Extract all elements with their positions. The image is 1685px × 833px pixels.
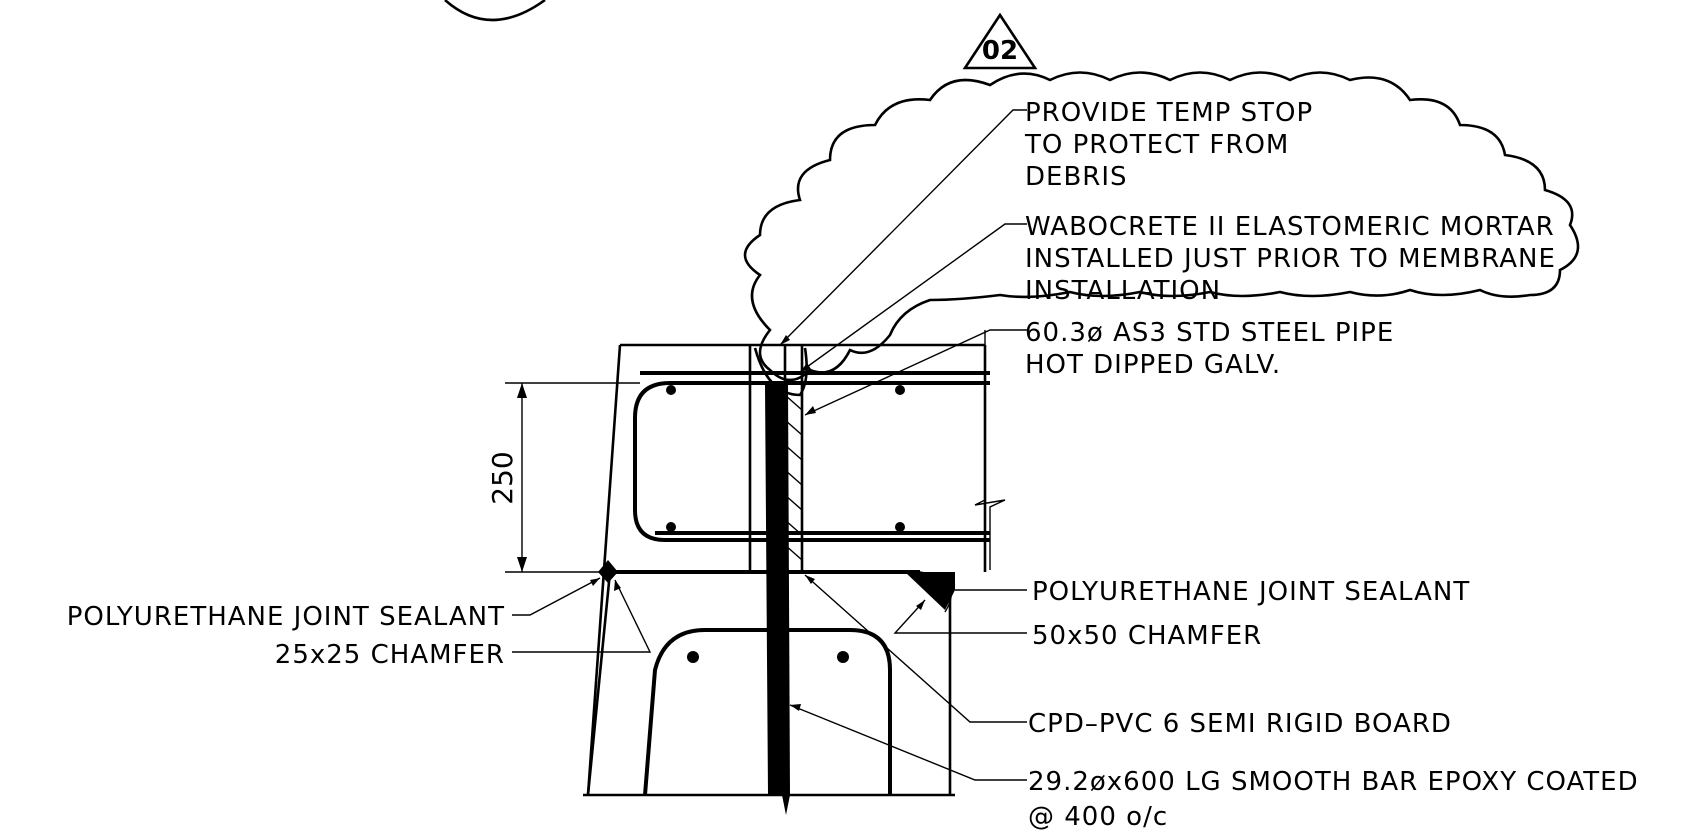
top-reinforcement	[633, 371, 990, 542]
dowel-bar	[765, 385, 790, 815]
revision-number: 02	[982, 36, 1018, 66]
revision-cloud	[743, 71, 1580, 382]
note-dowel-line-2: @ 400 o/c	[1028, 802, 1168, 832]
note-chamfer-left: 25x25 CHAMFER	[275, 640, 505, 670]
note-dowel: 29.2øx600 LG SMOOTH BAR EPOXY COATED @ 4…	[1028, 767, 1639, 832]
note-mortar-line-3: INSTALLATION	[1025, 276, 1221, 306]
revision-triangle: 02	[962, 12, 1038, 70]
note-board: CPD–PVC 6 SEMI RIGID BOARD	[1028, 709, 1452, 739]
note-mortar-line-1: WABOCRETE II ELASTOMERIC MORTAR	[1025, 212, 1555, 242]
note-sealant-right: POLYURETHANE JOINT SEALANT	[1032, 577, 1470, 607]
chamfer-right	[905, 571, 955, 613]
section-bubble	[444, 0, 546, 22]
note-pipe-line-2: HOT DIPPED GALV.	[1025, 350, 1281, 380]
dimension-value: 250	[486, 451, 519, 504]
lower-beam	[583, 571, 955, 797]
leaders	[512, 109, 1027, 781]
steel-pipe	[748, 345, 804, 572]
note-temp-stop-line-2: TO PROTECT FROM	[1024, 130, 1289, 160]
note-temp-stop: PROVIDE TEMP STOP TO PROTECT FROM DEBRIS	[1024, 98, 1313, 192]
note-dowel-line-1: 29.2øx600 LG SMOOTH BAR EPOXY COATED	[1028, 767, 1639, 797]
note-sealant-left: POLYURETHANE JOINT SEALANT	[67, 602, 505, 632]
note-temp-stop-line-1: PROVIDE TEMP STOP	[1025, 98, 1313, 128]
note-mortar: WABOCRETE II ELASTOMERIC MORTAR INSTALLE…	[1025, 212, 1556, 306]
note-mortar-line-2: INSTALLED JUST PRIOR TO MEMBRANE	[1025, 244, 1556, 274]
note-pipe-line-1: 60.3ø AS3 STD STEEL PIPE	[1025, 318, 1394, 348]
note-chamfer-right: 50x50 CHAMFER	[1032, 621, 1262, 651]
note-temp-stop-line-3: DEBRIS	[1025, 162, 1128, 192]
note-pipe: 60.3ø AS3 STD STEEL PIPE HOT DIPPED GALV…	[1025, 318, 1394, 380]
dimension-250: 250	[486, 382, 640, 573]
chamfer-left	[598, 560, 618, 583]
